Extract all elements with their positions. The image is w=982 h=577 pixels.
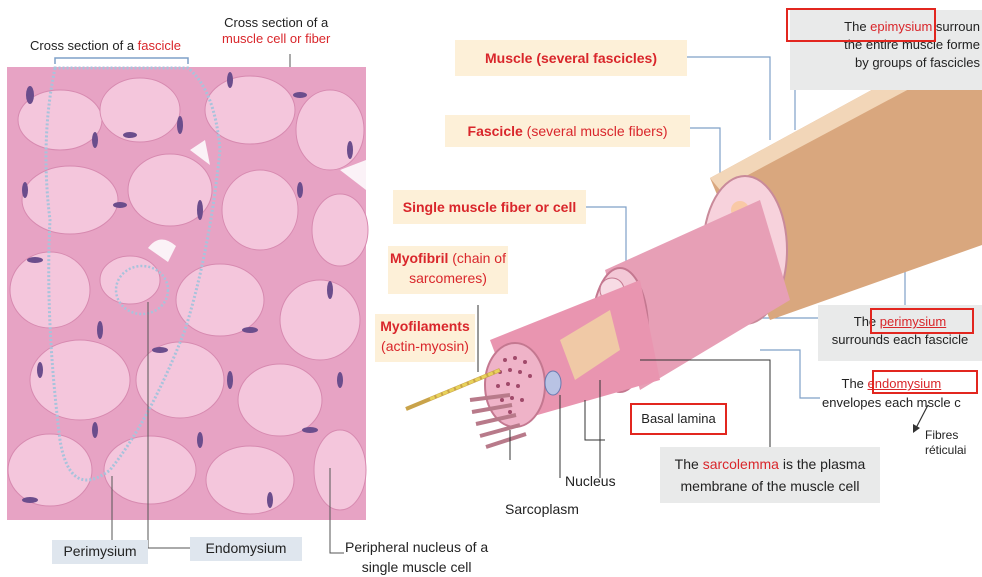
muscle-label-box: Muscle (several fascicles)	[455, 40, 687, 76]
myofilaments-label-box: Myofilaments (actin-myosin)	[375, 314, 475, 362]
single-fiber-label-box: Single muscle fiber or cell	[393, 190, 586, 224]
epimysium-suffix: surroun	[932, 19, 980, 34]
endomysium-line-2a: envelopes each m	[822, 395, 928, 410]
sarcolemma-suffix: is the plasma	[779, 456, 865, 472]
myofilaments-label-bold: Myofilaments	[375, 316, 475, 336]
sarcolemma-prefix: The	[675, 456, 703, 472]
single-fiber-label: Single muscle fiber or cell	[393, 190, 586, 224]
sarcolemma-word: sarcolemma	[703, 456, 779, 472]
epimysium-line-3: by groups of fascicles	[790, 54, 980, 72]
fascicle-label-bold: Fascicle	[468, 123, 523, 139]
sarcoplasm-label: Sarcoplasm	[505, 501, 579, 517]
endomysium-line-2b: scle c	[928, 395, 961, 410]
fascicle-label-box: Fascicle (several muscle fibers)	[445, 115, 690, 147]
endomysium-prefix: The	[842, 376, 868, 391]
epimysium-highlight-box	[786, 8, 936, 42]
nucleus-label: Nucleus	[565, 473, 616, 489]
myofibril-label-rest: (chain of	[448, 250, 506, 266]
myofibril-label-box: Myofibril (chain of sarcomeres)	[388, 246, 508, 294]
fibres-reticulaires-label: Fibres réticulai	[925, 428, 966, 458]
perimysium-highlight-box	[870, 308, 974, 334]
sarcolemma-line-2: membrane of the muscle cell	[660, 475, 880, 497]
fascicle-label-rest: (several muscle fibers)	[523, 123, 668, 139]
muscle-label: Muscle (several fascicles)	[455, 40, 687, 76]
myofibril-label-line-2: sarcomeres)	[388, 268, 508, 288]
myofilaments-label-line-2: (actin-myosin)	[375, 336, 475, 356]
myofibril-label-bold: Myofibril	[390, 250, 448, 266]
sarcolemma-box: The sarcolemma is the plasma membrane of…	[660, 447, 880, 503]
fibres-line-2: réticulai	[925, 443, 966, 458]
basal-lamina-box: Basal lamina	[630, 403, 727, 435]
endomysium-highlight-box	[872, 370, 978, 394]
fibres-line-1: Fibres	[925, 428, 966, 443]
